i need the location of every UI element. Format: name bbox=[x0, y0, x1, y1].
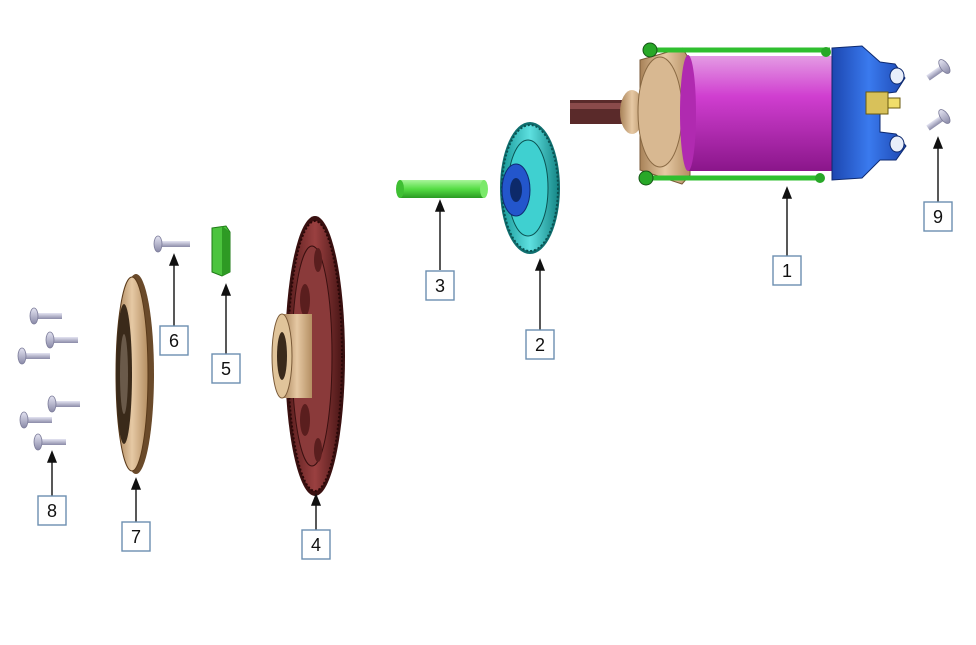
bolt bbox=[33, 433, 66, 451]
callout-2-label: 2 bbox=[535, 335, 545, 355]
callout-4: 4 bbox=[301, 529, 331, 560]
bolt bbox=[45, 331, 78, 349]
woodruff-key bbox=[211, 225, 231, 277]
idler-gear bbox=[500, 122, 560, 254]
callout-1: 1 bbox=[772, 255, 802, 286]
motor-terminal bbox=[865, 91, 889, 115]
callout-8: 8 bbox=[37, 495, 67, 526]
rotor-plate bbox=[115, 274, 154, 474]
callout-labels: 1 2 3 4 5 6 7 8 bbox=[37, 201, 953, 560]
callout-3-label: 3 bbox=[435, 276, 445, 296]
bolt bbox=[19, 411, 52, 429]
leader-lines bbox=[46, 136, 944, 530]
callout-6: 6 bbox=[159, 325, 189, 356]
bolt bbox=[29, 307, 62, 325]
starter-motor bbox=[570, 42, 907, 186]
bolt-part-6 bbox=[153, 235, 190, 253]
callout-5-label: 5 bbox=[221, 359, 231, 379]
callout-3: 3 bbox=[425, 270, 455, 301]
flywheel-ring-gear bbox=[271, 216, 345, 496]
bolt bbox=[47, 395, 80, 413]
callout-5: 5 bbox=[211, 353, 241, 384]
callout-6-label: 6 bbox=[169, 331, 179, 351]
bolt bbox=[17, 347, 50, 365]
callout-7-label: 7 bbox=[131, 527, 141, 547]
bolt bbox=[926, 59, 951, 81]
callout-7: 7 bbox=[121, 521, 151, 552]
gear-shaft bbox=[396, 180, 488, 198]
callout-1-label: 1 bbox=[782, 261, 792, 281]
motor-body bbox=[688, 56, 856, 171]
bolt bbox=[926, 109, 951, 131]
callout-9-label: 9 bbox=[933, 207, 943, 227]
bolts-part-8 bbox=[17, 307, 80, 451]
callout-9: 9 bbox=[923, 201, 953, 232]
callout-8-label: 8 bbox=[47, 501, 57, 521]
callout-4-label: 4 bbox=[311, 535, 321, 555]
bolts-part-9 bbox=[926, 59, 951, 131]
callout-2: 2 bbox=[525, 329, 555, 360]
